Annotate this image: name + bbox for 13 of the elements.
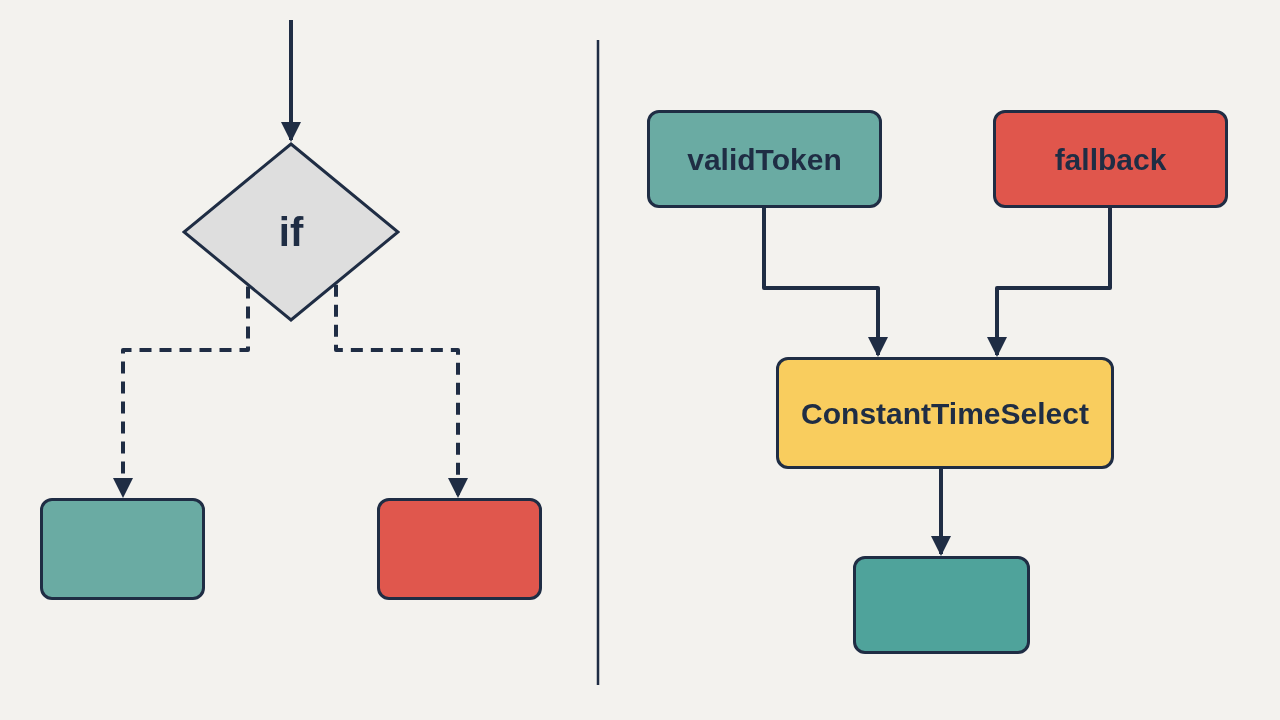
process-box — [853, 556, 1030, 654]
condition-label: if — [278, 209, 304, 256]
dashed-arrow — [334, 284, 468, 498]
process-box: ConstantTimeSelect — [776, 357, 1114, 469]
process-box — [40, 498, 205, 600]
arrow — [762, 208, 888, 357]
arrow — [281, 20, 301, 142]
process-box — [377, 498, 542, 600]
arrow — [987, 208, 1112, 357]
process-box: fallback — [993, 110, 1228, 208]
arrow — [931, 469, 951, 556]
dashed-arrow — [113, 286, 250, 498]
process-box: validToken — [647, 110, 882, 208]
